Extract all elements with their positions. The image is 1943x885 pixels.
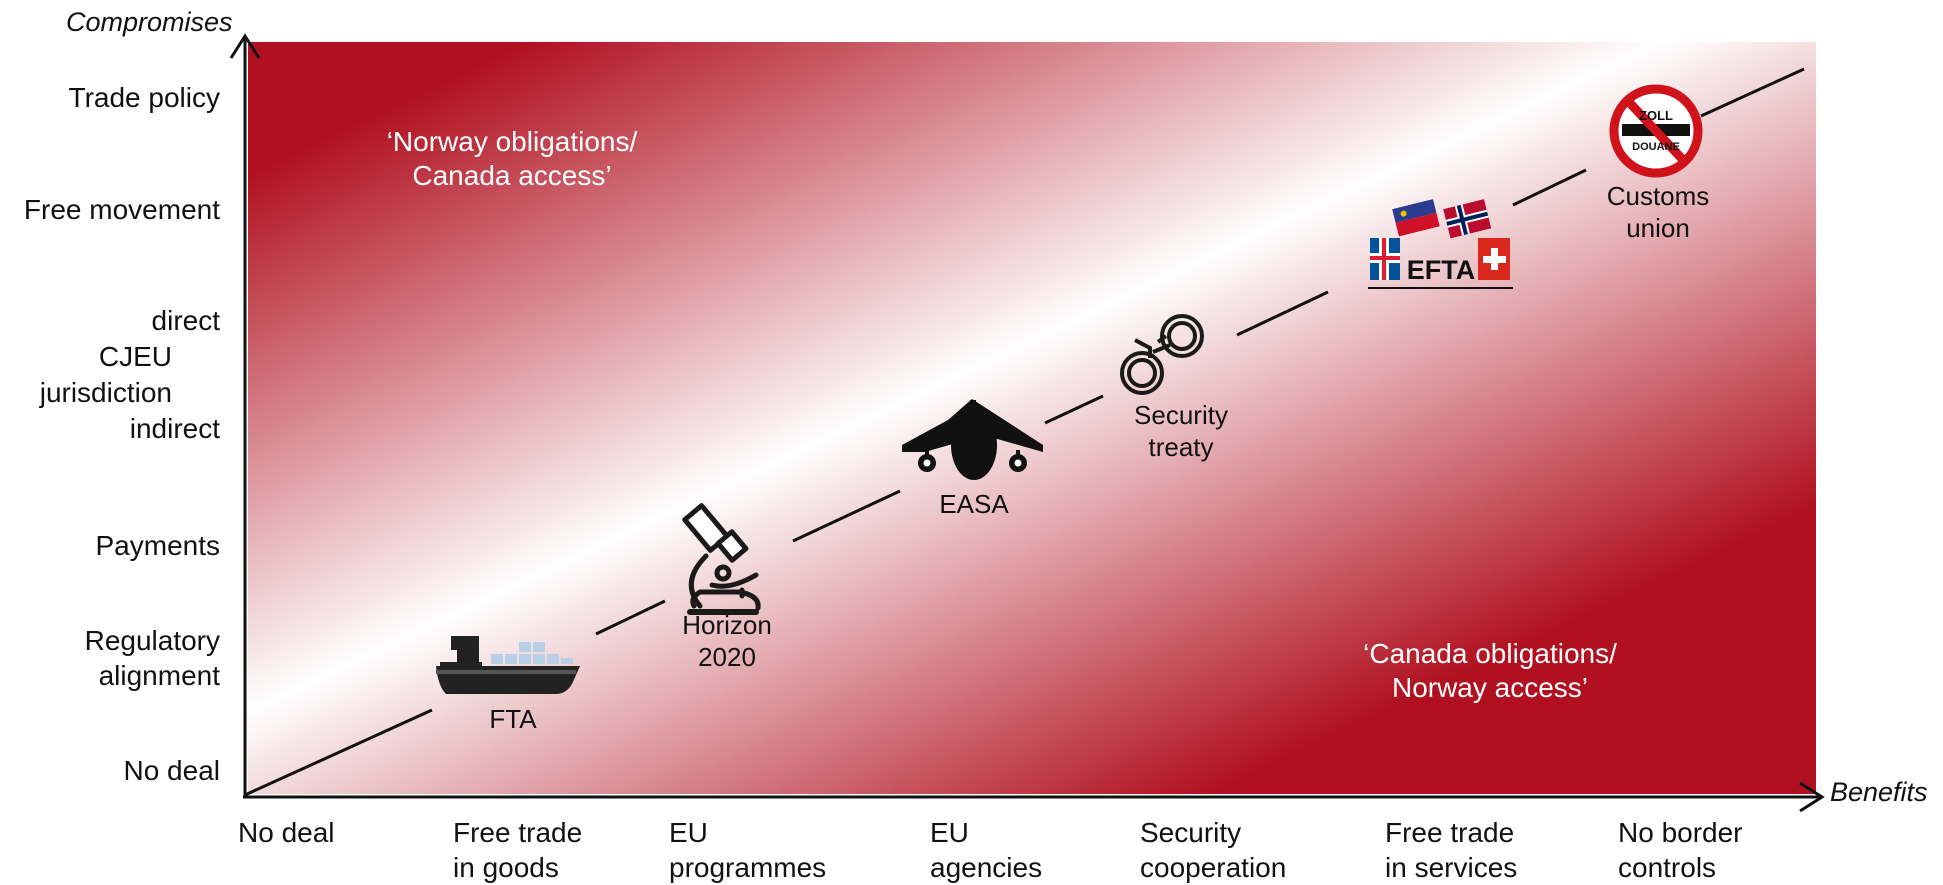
point-horizon-2: 2020 [698,642,756,672]
x-label-goods-2: in goods [453,852,559,883]
x-label-agencies-2: agencies [930,852,1042,883]
x-label-agencies-1: EU [930,817,969,848]
x-label-services-2: in services [1385,852,1517,883]
region-upper-2: Canada access’ [412,160,611,191]
x-label-border-1: No border [1618,817,1743,848]
x-label-security-1: Security [1140,817,1241,848]
region-lower-1: ‘Canada obligations/ [1363,638,1617,669]
region-lower-2: Norway access’ [1392,672,1588,703]
point-security-1: Security [1134,400,1228,430]
tradeoff-line [244,67,1805,797]
y-label-payments: Payments [96,530,221,561]
sign-bottom-text: DOUANE [1632,141,1680,153]
y-label-regulatory-1: Regulatory [85,625,220,656]
y-label-cjeu-jurisdiction: jurisdiction [39,377,172,408]
x-label-services-1: Free trade [1385,817,1514,848]
point-fta: FTA [489,704,537,734]
y-label-cjeu-direct: direct [152,305,221,336]
y-label-regulatory-2: alignment [99,660,221,691]
x-label-programmes-2: programmes [669,852,826,883]
region-upper-1: ‘Norway obligations/ [387,126,638,157]
y-label-free-movement: Free movement [24,194,220,225]
y-label-cjeu-name: CJEU [99,341,172,372]
y-label-cjeu-indirect: indirect [130,413,220,444]
point-efta: EFTA [1407,255,1476,285]
y-label-no-deal: No deal [123,755,220,786]
microscope-icon [682,503,761,615]
y-axis-arrow [229,33,261,59]
x-label-no-deal: No deal [238,817,335,848]
axes [229,33,1825,813]
point-horizon-1: Horizon [682,610,772,640]
efta-flags-icon [1368,199,1513,289]
y-axis-labels: Trade policy Free movement direct CJEU j… [24,82,220,786]
point-customs-1: Customs [1607,181,1710,211]
x-label-border-2: controls [1618,852,1716,883]
x-axis-labels: No deal Free trade in goods EU programme… [238,817,1743,883]
point-security-2: treaty [1148,432,1213,462]
x-label-security-2: cooperation [1140,852,1286,883]
x-label-programmes-1: EU [669,817,708,848]
airplane-icon [902,399,1043,480]
x-axis-arrow [1799,781,1825,813]
ship-icon [436,636,580,694]
x-label-goods-1: Free trade [453,817,582,848]
x-axis-title: Benefits [1830,777,1928,807]
y-axis-title: Compromises [66,7,233,37]
point-easa: EASA [939,489,1009,519]
no-customs-sign-icon: ZOLL DOUANE [1609,84,1703,178]
point-customs-2: union [1626,213,1690,243]
y-label-trade-policy: Trade policy [69,82,220,113]
sign-top-text: ZOLL [1639,108,1673,123]
handcuffs-icon [1120,314,1204,395]
region-labels: ‘Norway obligations/ Canada access’ ‘Can… [387,126,1617,703]
